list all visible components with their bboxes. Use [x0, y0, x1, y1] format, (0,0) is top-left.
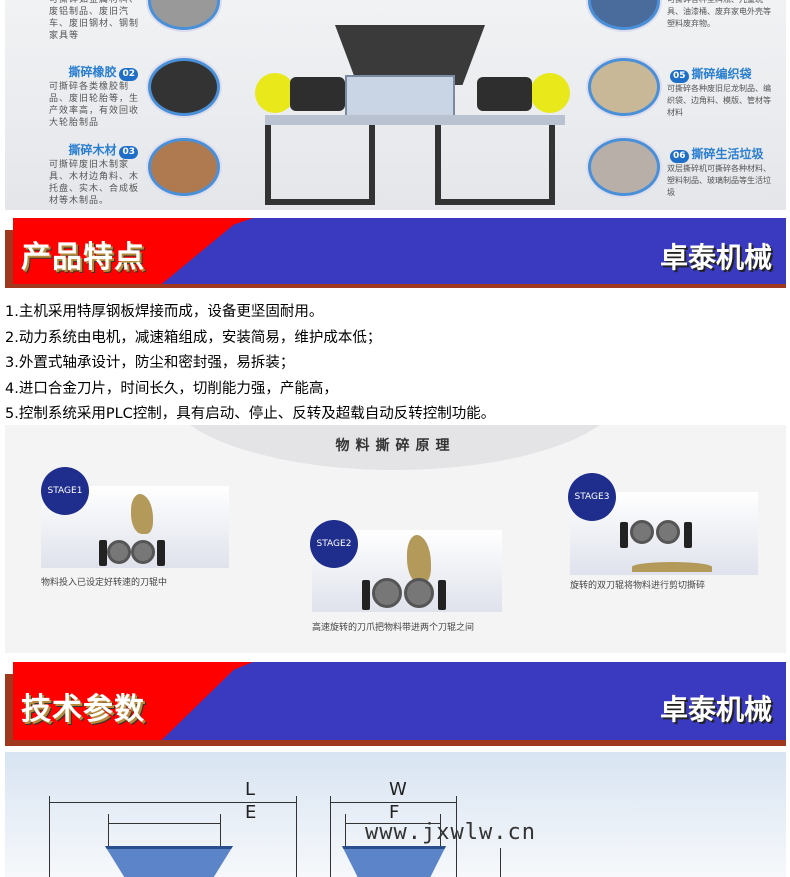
stage2-image: [312, 530, 502, 612]
dim-E: E: [245, 802, 257, 823]
shredder-machine: [255, 15, 575, 210]
banner-title: 产品特点: [21, 240, 145, 275]
stage2-badge: STAGE2: [310, 520, 358, 568]
watermark: www.jxwlw.cn: [365, 820, 536, 845]
principle-title: 物料撕碎原理: [335, 438, 456, 454]
section-banner-specs: 技术参数 卓泰机械: [5, 662, 786, 746]
dimension-diagram: L E W F www.jxwlw.cn: [5, 752, 786, 877]
wood-image: [148, 138, 220, 196]
dim-F: F: [389, 802, 400, 823]
dim-W: W: [389, 779, 407, 800]
tire-image: [148, 58, 220, 116]
feature-item: 5.控制系统采用PLC控制，具有启动、停止、反转及超载自动反转控制功能。: [5, 406, 496, 422]
category-plastic: 可撕碎各种塑料瓶、儿童玩具、油漆桶、废弃家电外壳等塑料废弃物。: [667, 0, 771, 28]
stage1-image: [41, 486, 229, 568]
garbage-image: [588, 138, 660, 196]
dim-L: L: [245, 779, 256, 800]
stage1-badge: STAGE1: [41, 467, 89, 515]
stage3-badge: STAGE3: [568, 473, 616, 521]
feature-list: 1.主机采用特厚钢板焊接而成，设备更坚固耐用。 2.动力系统由电机，减速箱组成，…: [5, 300, 495, 428]
feature-item: 4.进口合金刀片，时间长久，切削能力强，产能高，: [5, 380, 338, 397]
stage2-caption: 高速旋转的刀爪把物料带进两个刀辊之间: [312, 623, 475, 633]
feature-item: 2.动力系统由电机，减速箱组成，安装简易，维护成本低；: [5, 329, 382, 346]
feature-item: 3.外置式轴承设计，防尘和密封强，易拆装；: [5, 355, 295, 371]
banner-title: 技术参数: [21, 692, 145, 727]
shredding-principle-panel: 物料撕碎原理 STAGE1 物料投入已设定好转速的刀辊中 STAGE2 高速旋转…: [5, 425, 786, 653]
category-metal: 可撕碎如金属材料、废铝制品、废旧汽车、废旧钢材、钢制家具等: [49, 0, 140, 41]
stage3-caption: 旋转的双刀辊将物料进行剪切撕碎: [570, 581, 706, 591]
woven-bag-image: [588, 58, 660, 116]
brand-name: 卓泰机械: [659, 241, 772, 274]
metal-image: [148, 0, 220, 30]
feature-item: 1.主机采用特厚钢板焊接而成，设备更坚固耐用。: [5, 304, 324, 320]
stage1-caption: 物料投入已设定好转速的刀辊中: [41, 578, 168, 588]
section-banner-features: 产品特点 卓泰机械: [5, 218, 786, 288]
plastic-image: [588, 0, 660, 30]
brand-name: 卓泰机械: [659, 693, 772, 726]
